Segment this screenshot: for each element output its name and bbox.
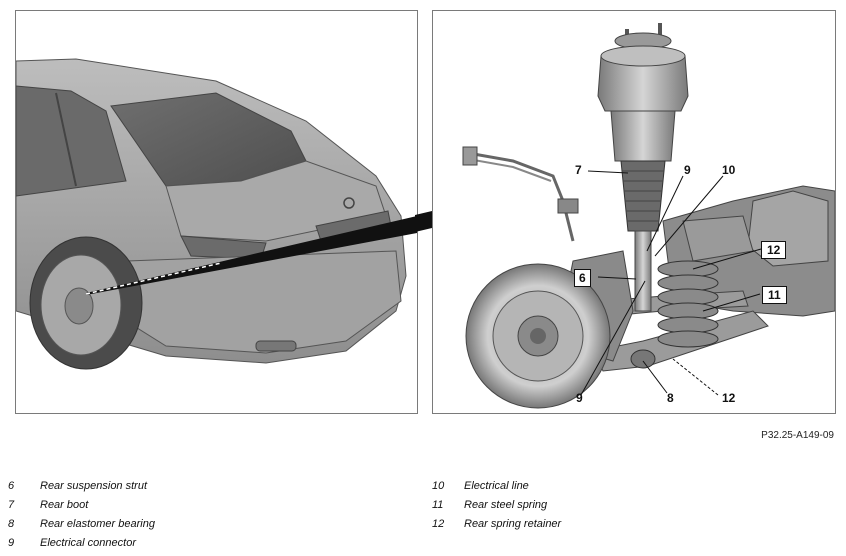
figure-reference-code: P32.25-A149-09 — [761, 430, 834, 441]
callout-9-bottom: 9 — [576, 391, 583, 405]
callout-10: 10 — [722, 163, 736, 177]
legend-number: 7 — [8, 499, 15, 511]
legend-number: 11 — [432, 499, 444, 511]
legend-description: Rear boot — [40, 499, 89, 511]
callout-12-boxed: 12 — [761, 241, 787, 259]
callout-7: 7 — [575, 163, 582, 177]
legend-description: Rear elastomer bearing — [40, 518, 155, 530]
legend-number: 12 — [432, 518, 445, 530]
callout-8: 8 — [667, 391, 674, 405]
callout-11: 11 — [762, 286, 787, 304]
legend-description: Rear suspension strut — [40, 480, 147, 492]
vehicle-overview-illustration — [15, 10, 418, 414]
leader-lines — [580, 170, 762, 396]
rear-axle-detail-illustration: 7 9 10 12 6 11 9 8 12 — [432, 10, 836, 414]
legend-number: 10 — [432, 480, 445, 492]
callout-6: 6 — [574, 269, 591, 287]
legend-description: Rear spring retainer — [464, 518, 562, 530]
legend-description: Electrical connector — [40, 537, 136, 549]
car-rear-drawing — [16, 58, 417, 370]
legend-number: 6 — [8, 480, 15, 492]
spring-coils — [657, 260, 719, 348]
legend-number: 8 — [8, 518, 15, 530]
legend-description: Rear steel spring — [464, 499, 548, 511]
rear-axle-drawing — [462, 23, 835, 409]
callout-12-bottom: 12 — [722, 391, 736, 405]
legend-description: Electrical line — [464, 480, 529, 492]
legend-number: 9 — [8, 537, 15, 549]
callout-9-top: 9 — [684, 163, 691, 177]
